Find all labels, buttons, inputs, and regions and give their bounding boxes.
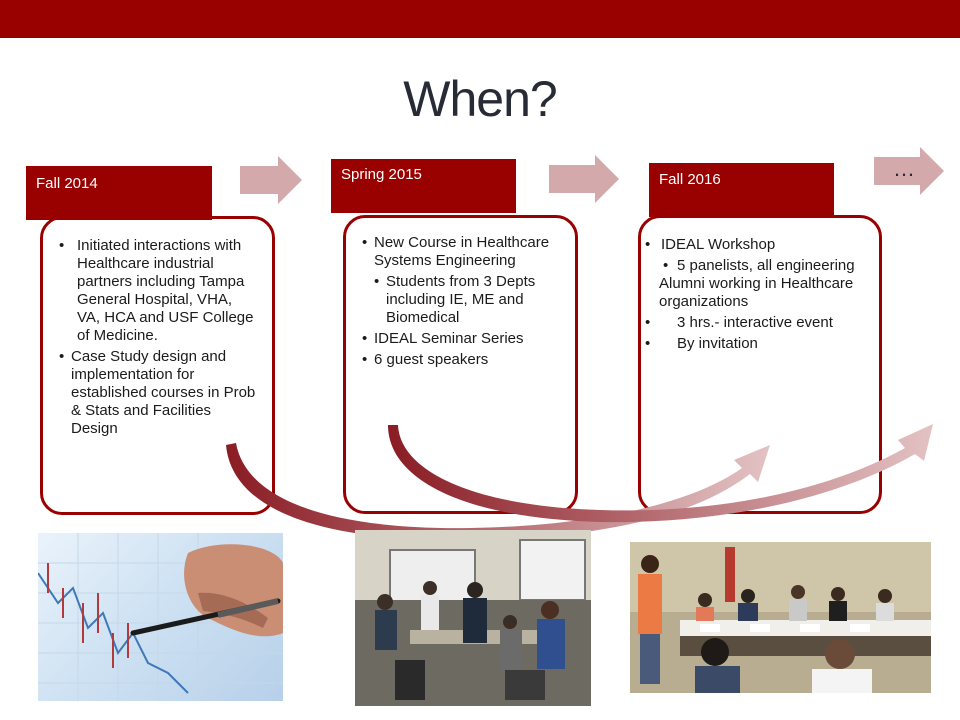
fall-2016-bullet-2: 5 panelists, all engineering Alumni work… bbox=[645, 257, 865, 311]
stock-chart-pen-photo bbox=[38, 533, 283, 701]
continuation-ellipsis: … bbox=[893, 156, 918, 181]
tab-fall-2014: Fall 2014 bbox=[26, 166, 212, 220]
spring-2015-bullet-3: IDEAL Seminar Series bbox=[362, 330, 561, 348]
tab-fall-2016: Fall 2016 bbox=[649, 163, 834, 217]
right-arrow-icon bbox=[874, 147, 944, 195]
right-arrow-icon bbox=[240, 156, 302, 204]
classroom-photo bbox=[355, 530, 591, 706]
spring-2015-bullet-4: 6 guest speakers bbox=[362, 351, 561, 369]
fall-2016-bullet-3: 3 hrs.- interactive event bbox=[645, 314, 865, 332]
workshop-panel-photo bbox=[630, 542, 931, 693]
fall-2014-bullet-1: Initiated interactions with Healthcare i… bbox=[59, 237, 258, 345]
tab-spring-2015: Spring 2015 bbox=[331, 159, 516, 213]
right-arrow-icon bbox=[549, 155, 619, 203]
fall-2016-bullet-1: IDEAL Workshop bbox=[645, 236, 865, 254]
fall-2016-content-box: IDEAL Workshop 5 panelists, all engineer… bbox=[638, 215, 882, 514]
spring-2015-content-box: New Course in Healthcare Systems Enginee… bbox=[343, 215, 578, 514]
fall-2014-bullet-2: Case Study design and implementation for… bbox=[59, 348, 258, 438]
slide-title: When? bbox=[403, 71, 557, 127]
spring-2015-bullet-2: Students from 3 Depts including IE, ME a… bbox=[374, 273, 561, 327]
fall-2016-bullet-4: By invitation bbox=[645, 335, 865, 353]
top-accent-bar bbox=[0, 0, 960, 38]
spring-2015-bullet-1: New Course in Healthcare Systems Enginee… bbox=[362, 234, 561, 270]
